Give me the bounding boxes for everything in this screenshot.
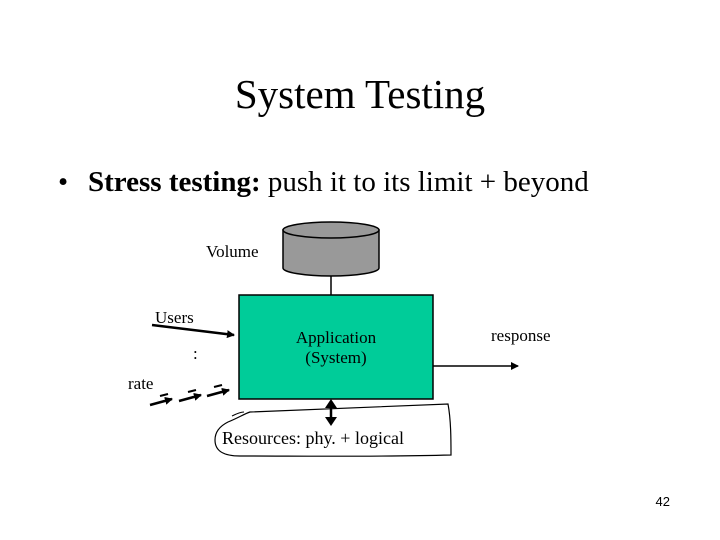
rate-arrow-dash bbox=[187, 389, 197, 393]
rate-arrow-dash bbox=[213, 384, 223, 388]
volume-cylinder bbox=[282, 221, 380, 277]
volume-cylinder-body bbox=[282, 229, 380, 277]
rate-arrow bbox=[206, 387, 230, 398]
resources-shape-fold bbox=[231, 411, 245, 417]
response-label: response bbox=[491, 326, 551, 345]
bullet-bold-term: Stress testing: bbox=[88, 166, 261, 198]
rate-arrow bbox=[149, 396, 173, 407]
resources-label: Resources: phy. + logical bbox=[222, 428, 404, 448]
bullet-text: push it to its limit + beyond bbox=[260, 166, 589, 198]
resources-double-arrow-bottom bbox=[325, 417, 337, 426]
application-label-line1: Application bbox=[295, 328, 377, 347]
page-number: 42 bbox=[655, 494, 670, 509]
application-label: Application (System) bbox=[239, 328, 433, 368]
rate-arrows bbox=[149, 384, 230, 407]
bullet-item: • Stress testing: push it to its limit + … bbox=[58, 162, 589, 202]
rate-arrow bbox=[178, 392, 202, 403]
resources-shape bbox=[214, 403, 452, 457]
users-arrow bbox=[151, 323, 235, 339]
slide-title: System Testing bbox=[234, 71, 486, 117]
volume-label: Volume bbox=[206, 242, 259, 261]
application-label-line2: (System) bbox=[305, 348, 367, 367]
users-label: Users bbox=[155, 308, 194, 327]
bullet-dot: • bbox=[58, 166, 69, 198]
rate-label: rate bbox=[128, 374, 154, 393]
application-box bbox=[238, 294, 434, 400]
users-ellipsis-label: : bbox=[193, 344, 198, 363]
volume-cylinder-top bbox=[282, 221, 380, 239]
rate-arrow-dash bbox=[159, 393, 169, 397]
resources-double-arrow-top bbox=[325, 399, 337, 408]
